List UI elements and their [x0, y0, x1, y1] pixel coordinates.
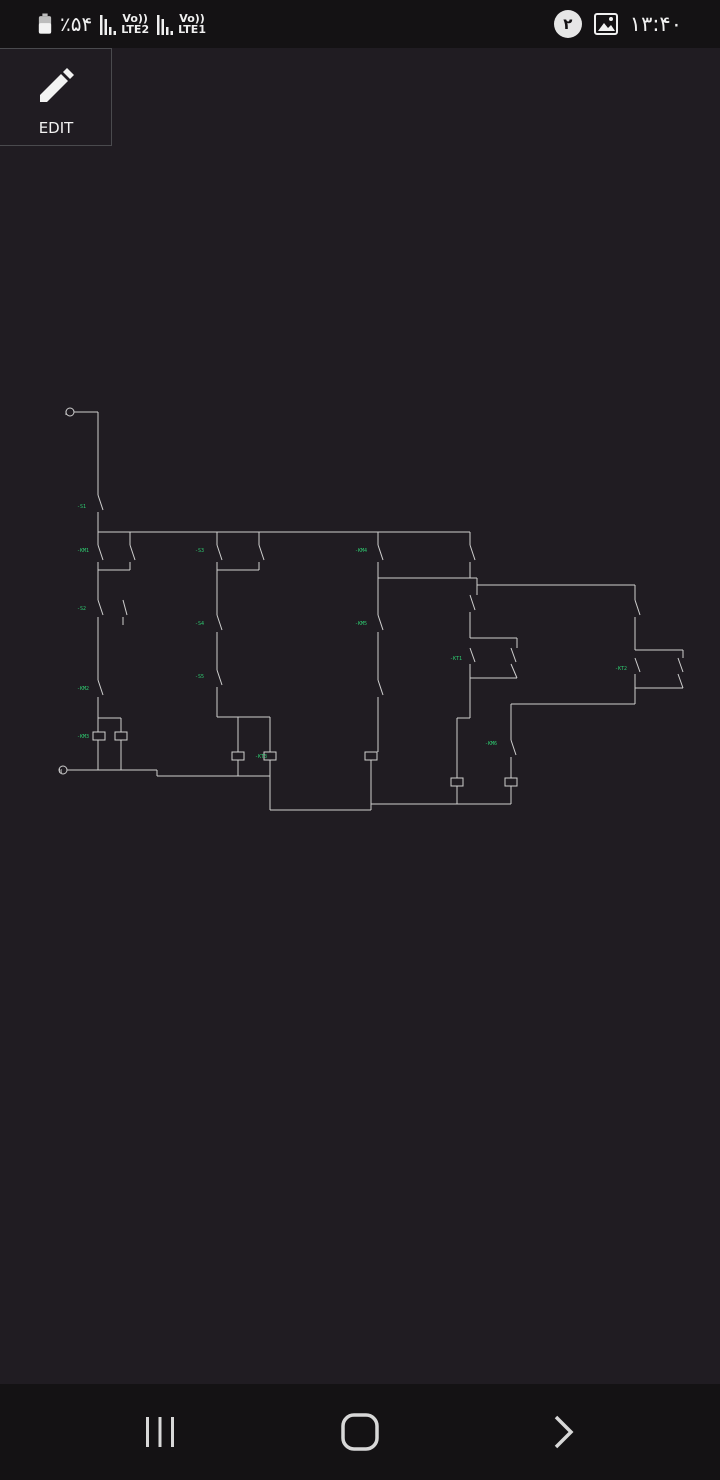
label-km6: -KM6	[485, 741, 497, 747]
edit-label: EDIT	[38, 119, 74, 137]
label-km1: -KM1	[77, 548, 89, 554]
volte-label: Vo))	[179, 12, 205, 25]
label-km2: -KM2	[77, 686, 89, 692]
label-km3: -KM3	[77, 734, 89, 740]
label-kt2: -KT2	[615, 666, 627, 672]
signal-icon	[100, 15, 117, 35]
battery-icon	[38, 13, 52, 34]
edit-button[interactable]: EDIT	[0, 48, 112, 146]
ladder-schematic: -S1 -KM1 -S2 -KM2 -KM3 -S3 -S4 -S5 -KM4 …	[58, 407, 684, 811]
status-right: ۲ ۱۳:۴۰	[553, 8, 682, 40]
sim1-label: LTE1	[178, 23, 206, 36]
status-bar: ٪۵۴ Vo)) LTE2 Vo)) LTE1	[0, 0, 720, 48]
phase-label: L	[65, 411, 68, 417]
label-kt3: -KT3	[255, 754, 267, 760]
pencil-icon	[40, 68, 74, 102]
status-left: ٪۵۴ Vo)) LTE2 Vo)) LTE1	[38, 8, 206, 40]
sim1-signal: Vo)) LTE1	[157, 13, 206, 35]
notification-count-badge: ۲	[553, 10, 582, 38]
gallery-icon	[593, 13, 618, 35]
sim2-label: LTE2	[121, 23, 150, 36]
neutral-label: N	[59, 769, 62, 775]
clock: ۱۳:۴۰	[629, 12, 682, 36]
recents-button[interactable]	[125, 1402, 195, 1462]
back-button[interactable]	[528, 1402, 598, 1462]
recents-icon	[146, 1417, 174, 1447]
label-s1: -S1	[77, 504, 86, 510]
label-s4: -S4	[195, 621, 204, 627]
label-s3: -S3	[195, 548, 204, 554]
label-s2: -S2	[77, 606, 86, 612]
battery-percent: ٪۵۴	[60, 12, 93, 36]
label-kt1: -KT1	[450, 656, 462, 662]
label-s5: -S5	[195, 674, 204, 680]
volte-label: Vo))	[122, 12, 148, 25]
back-icon	[554, 1415, 574, 1449]
label-km5: -KM5	[355, 621, 367, 627]
signal-icon	[157, 15, 174, 35]
home-button[interactable]	[325, 1402, 395, 1462]
label-km4: -KM4	[355, 548, 367, 554]
sim2-signal: Vo)) LTE2	[100, 13, 149, 35]
navigation-bar	[0, 1384, 720, 1480]
home-icon	[341, 1413, 379, 1451]
